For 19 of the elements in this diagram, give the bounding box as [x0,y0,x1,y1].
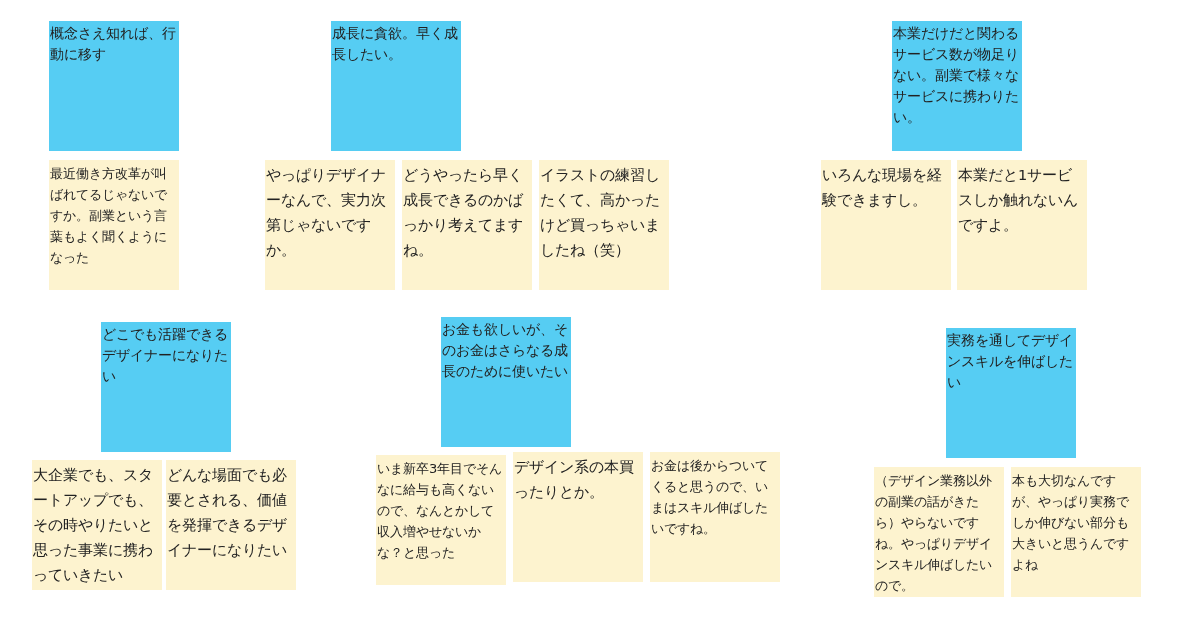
sticky-note: いろんな現場を経験できますし。 [821,160,951,290]
sticky-note: お金も欲しいが、そのお金はさらなる成長のために使いたい [441,317,571,447]
sticky-note: 最近働き方改革が叫ばれてるじゃないですか。副業という言葉もよく聞くようになった [49,160,179,290]
sticky-note: 概念さえ知れば、行動に移す [49,21,179,151]
sticky-note: 実務を通してデザインスキルを伸ばしたい [946,328,1076,458]
sticky-note: どこでも活躍できるデザイナーになりたい [101,322,231,452]
sticky-note: 本も大切なんですが、やっぱり実務でしか伸びない部分も大きいと思うんですよね [1011,467,1141,597]
sticky-note: （デザイン業務以外の副業の話がきたら）やらないですね。やっぱりデザインスキル伸ばしたいので。 [874,467,1004,597]
sticky-note: どうやったら早く成長できるのかばっかり考えてますね。 [402,160,532,290]
sticky-note: イラストの練習したくて、高かったけど買っちゃいましたね（笑） [539,160,669,290]
sticky-note: どんな場面でも必要とされる、価値を発揮できるデザイナーになりたい [166,460,296,590]
sticky-note: いま新卒3年目でそんなに給与も高くないので、なんとかして収入増やせないかな？と思った [376,455,506,585]
sticky-note: 本業だけだと関わるサービス数が物足りない。副業で様々なサービスに携わりたい。 [892,21,1022,151]
sticky-note: 本業だと1サービスしか触れないんですよ。 [957,160,1087,290]
sticky-note: お金は後からついてくると思うので、いまはスキル伸ばしたいですね。 [650,452,780,582]
sticky-note: デザイン系の本買ったりとか。 [513,452,643,582]
sticky-note: 大企業でも、スタートアップでも、その時やりたいと思った事業に携わっていきたい [32,460,162,590]
sticky-note: 成長に貪欲。早く成長したい。 [331,21,461,151]
sticky-note: やっぱりデザイナーなんで、実力次第じゃないですか。 [265,160,395,290]
